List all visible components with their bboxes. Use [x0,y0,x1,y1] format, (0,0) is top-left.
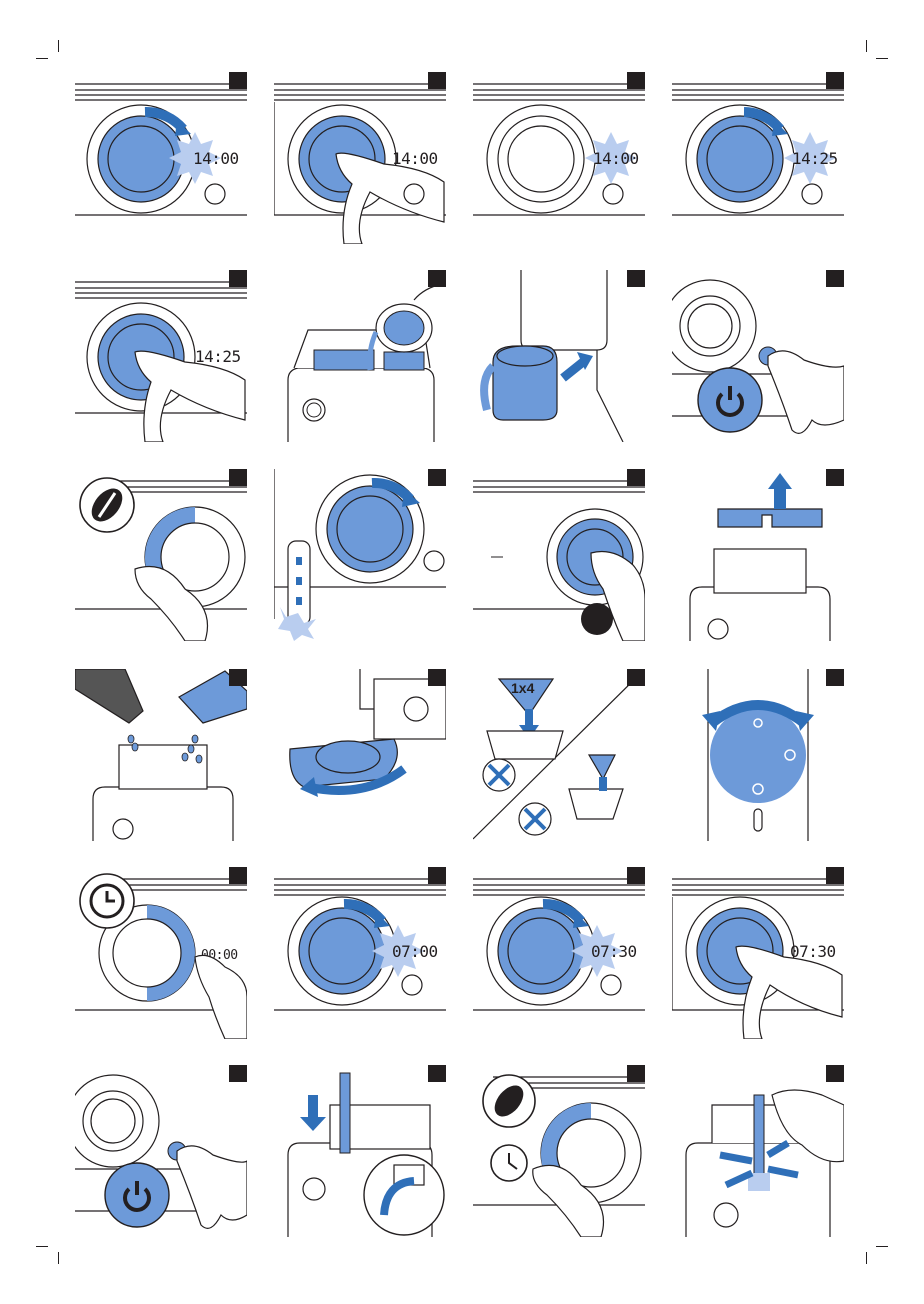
step-panel-4: 14:25 [672,72,844,244]
step-number-badge [627,72,645,89]
step-number-badge [826,72,844,89]
step-number-badge [229,669,247,686]
step-number-badge [826,270,844,287]
step-panel-23 [473,1065,645,1237]
step-number-badge [428,867,446,884]
step-panel-19: 07:30 [473,867,645,1039]
crop-mark [58,40,59,52]
display-time: 14:00 [193,149,239,168]
step-number-badge [627,270,645,287]
step-panel-14 [274,669,446,841]
step-panel-16 [672,669,844,841]
display-time: 14:25 [792,149,838,168]
display-time: 07:30 [591,942,637,961]
step-number-badge [826,867,844,884]
step-number-badge [428,72,446,89]
crop-mark [876,58,888,59]
crop-mark [36,58,48,59]
step-panel-3: 14:00 [473,72,645,244]
step-panel-15: 1x4 [473,669,645,841]
step-panel-22 [274,1065,446,1237]
crop-mark [876,1246,888,1247]
step-number-badge [826,669,844,686]
step-number-badge [627,1065,645,1082]
step-number-badge [428,1065,446,1082]
display-time: 14:00 [392,149,438,168]
step-panel-7 [473,270,645,442]
step-panel-20: 07:30 [672,867,844,1039]
step-panel-24 [672,1065,844,1237]
step-panel-13 [75,669,247,841]
step-panel-9 [75,469,247,641]
crop-mark [36,1246,48,1247]
crop-mark [58,1252,59,1264]
step-panel-17: 00:00 [75,867,247,1039]
step-panel-6 [274,270,446,442]
crop-mark [866,1252,867,1264]
display-time: 07:30 [790,942,836,961]
display-time: 14:25 [195,347,241,366]
step-panel-10 [274,469,446,641]
step-number-badge [627,669,645,686]
step-panel-11 [473,469,645,641]
crop-mark [866,40,867,52]
display-time: 07:00 [392,942,438,961]
step-number-badge [428,469,446,486]
step-panel-8 [672,270,844,442]
step-number-badge [229,867,247,884]
step-number-badge [826,1065,844,1082]
step-panel-12 [672,469,844,641]
step-panel-1: 14:00 [75,72,247,244]
step-number-badge [428,270,446,287]
step-panel-21 [75,1065,247,1237]
step-number-badge [229,72,247,89]
step-number-badge [627,469,645,486]
step-number-badge [627,867,645,884]
step-number-badge [229,270,247,287]
step-number-badge [229,1065,247,1082]
step-panel-18: 07:00 [274,867,446,1039]
filter-size-label: 1x4 [511,680,535,696]
step-number-badge [229,469,247,486]
display-time: 14:00 [593,149,639,168]
step-number-badge [428,669,446,686]
step-panel-2: 14:00 [274,72,446,244]
step-number-badge [826,469,844,486]
step-panel-5: 14:25 [75,270,247,442]
